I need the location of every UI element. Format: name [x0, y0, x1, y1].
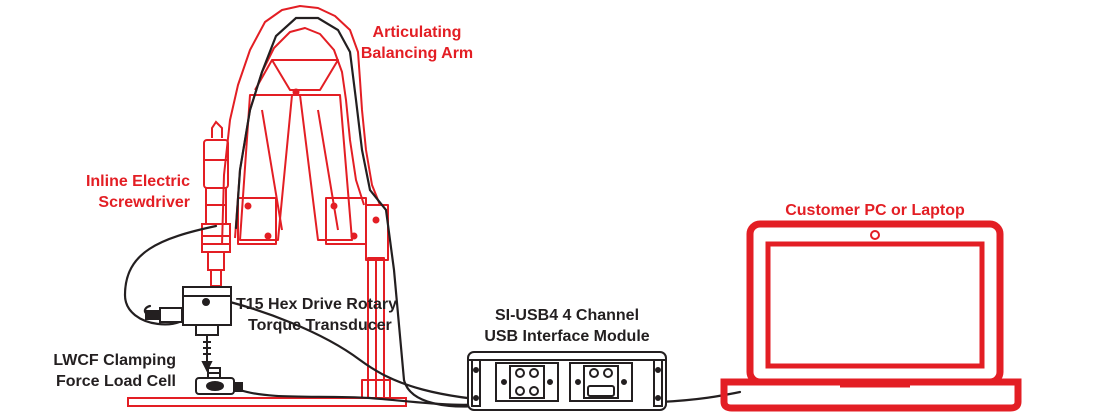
- screwdriver-cable: [123, 224, 218, 326]
- module-to-pc-cable: [658, 390, 742, 404]
- label-line: Force Load Cell: [55, 373, 176, 390]
- label-line: Articulating: [372, 24, 462, 41]
- inline-electric-screwdriver: [201, 120, 231, 287]
- label-line: USB Interface Module: [484, 328, 650, 345]
- label-line: SI-USB4 4 Channel: [494, 307, 640, 324]
- label-torque-transducer: T15 Hex Drive Rotary Torque Transducer: [236, 294, 426, 336]
- cables: [123, 16, 742, 408]
- base-plate: [127, 397, 407, 407]
- label-line: Torque Transducer: [248, 317, 392, 334]
- label-usb-interface-module: SI-USB4 4 Channel USB Interface Module: [468, 305, 666, 347]
- label-articulating-balancing-arm: Articulating Balancing Arm: [352, 22, 482, 64]
- label-line: T15 Hex Drive Rotary: [236, 296, 397, 313]
- label-line: LWCF Clamping: [53, 352, 176, 369]
- label-line: Balancing Arm: [360, 45, 474, 62]
- usb-interface-module: [467, 351, 667, 411]
- torque-transducer: [145, 286, 232, 373]
- label-line: Screwdriver: [98, 194, 190, 211]
- arm-cable: [234, 16, 512, 408]
- label-customer-pc: Customer PC or Laptop: [785, 202, 965, 219]
- laptop: [720, 220, 1022, 412]
- label-load-cell: LWCF Clamping Force Load Cell: [28, 350, 176, 392]
- label-line: Inline Electric: [85, 173, 190, 190]
- articulating-balancing-arm: [221, 5, 391, 399]
- label-inline-electric-screwdriver: Inline Electric Screwdriver: [58, 171, 190, 213]
- load-cell: [195, 367, 243, 395]
